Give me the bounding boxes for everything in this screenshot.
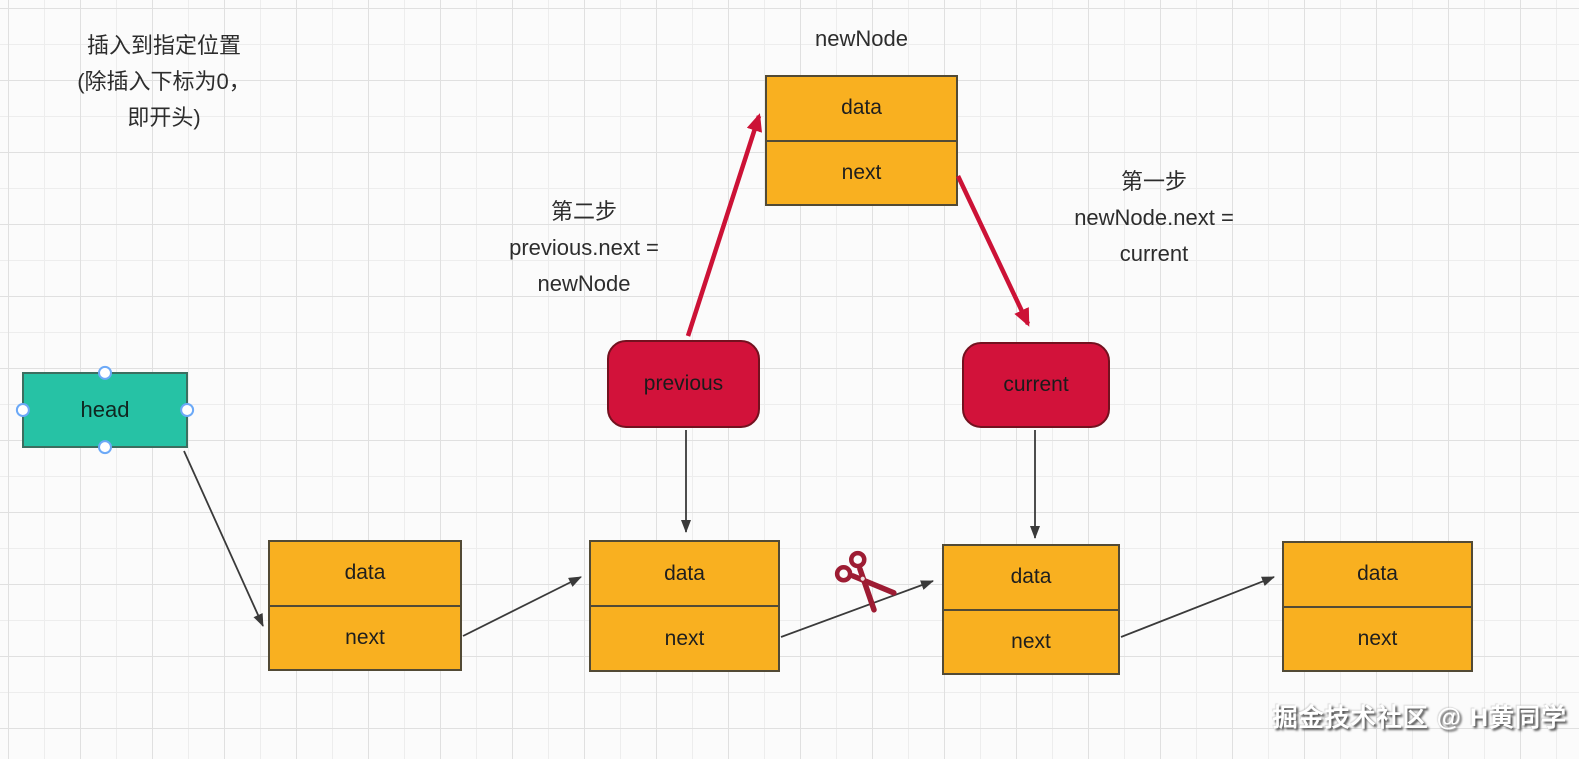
step2-line1: 第二步 bbox=[550, 199, 617, 224]
list-node-4-data-cell[interactable]: data bbox=[1357, 562, 1398, 586]
step1-line3: current bbox=[1119, 241, 1189, 266]
scissors-icon[interactable] bbox=[834, 550, 897, 613]
newnode-data-cell[interactable]: data bbox=[841, 96, 882, 120]
list-node-1-next-cell[interactable]: next bbox=[270, 604, 460, 670]
head-shape[interactable]: head bbox=[15, 365, 195, 455]
list-node-1[interactable]: data next bbox=[268, 540, 462, 671]
step2-line3: newNode bbox=[537, 271, 631, 296]
list-node-3-data-cell[interactable]: data bbox=[1010, 565, 1052, 589]
watermark: 掘金技术社区 @ H黄同学 bbox=[1272, 704, 1567, 732]
previous-pointer[interactable]: previous bbox=[607, 340, 760, 428]
selection-handle-top[interactable] bbox=[98, 365, 112, 380]
list-node-1-data-cell[interactable]: data bbox=[344, 561, 386, 585]
title-note: 插入到指定位置 (除插入下标为0， 即开头) bbox=[28, 28, 300, 136]
selection-handle-right[interactable] bbox=[180, 403, 195, 417]
arrow-head-to-node1[interactable] bbox=[183, 450, 264, 627]
head-label: head bbox=[80, 397, 130, 422]
title-note-line1: 插入到指定位置 bbox=[86, 33, 241, 58]
list-node-2-data-cell[interactable]: data bbox=[664, 561, 705, 585]
list-node-4-next-cell[interactable]: next bbox=[1284, 605, 1471, 671]
title-note-line3: 即开头) bbox=[127, 105, 201, 130]
list-node-3[interactable]: data next bbox=[942, 544, 1120, 675]
arrow-node2-to-node3[interactable] bbox=[780, 580, 934, 638]
arrow-node3-to-node4[interactable] bbox=[1120, 576, 1275, 638]
step2-annotation: 第二步 previous.next = newNode bbox=[448, 194, 720, 302]
step1-annotation: 第一步 newNode.next = current bbox=[1018, 164, 1290, 272]
step1-line1: 第一步 bbox=[1120, 169, 1187, 194]
newnode-label: newNode bbox=[815, 26, 908, 51]
selection-handle-left[interactable] bbox=[15, 403, 30, 417]
list-node-3-next-cell[interactable]: next bbox=[944, 608, 1118, 674]
title-note-line2: (除插入下标为0， bbox=[77, 69, 251, 94]
step1-line2: newNode.next = bbox=[1074, 205, 1234, 230]
newnode-shape[interactable]: data next bbox=[765, 75, 958, 206]
newnode-next-cell[interactable]: next bbox=[767, 139, 956, 205]
current-pointer[interactable]: current bbox=[962, 342, 1110, 428]
arrow-node1-to-node2[interactable] bbox=[462, 576, 582, 637]
previous-pointer-label: previous bbox=[643, 372, 724, 395]
list-node-2[interactable]: data next bbox=[589, 540, 780, 672]
current-pointer-label: current bbox=[1003, 373, 1069, 396]
list-node-4[interactable]: data next bbox=[1282, 541, 1473, 672]
selection-handle-bottom[interactable] bbox=[98, 440, 112, 455]
step2-line2: previous.next = bbox=[509, 235, 659, 260]
list-node-2-next-cell[interactable]: next bbox=[591, 605, 778, 670]
